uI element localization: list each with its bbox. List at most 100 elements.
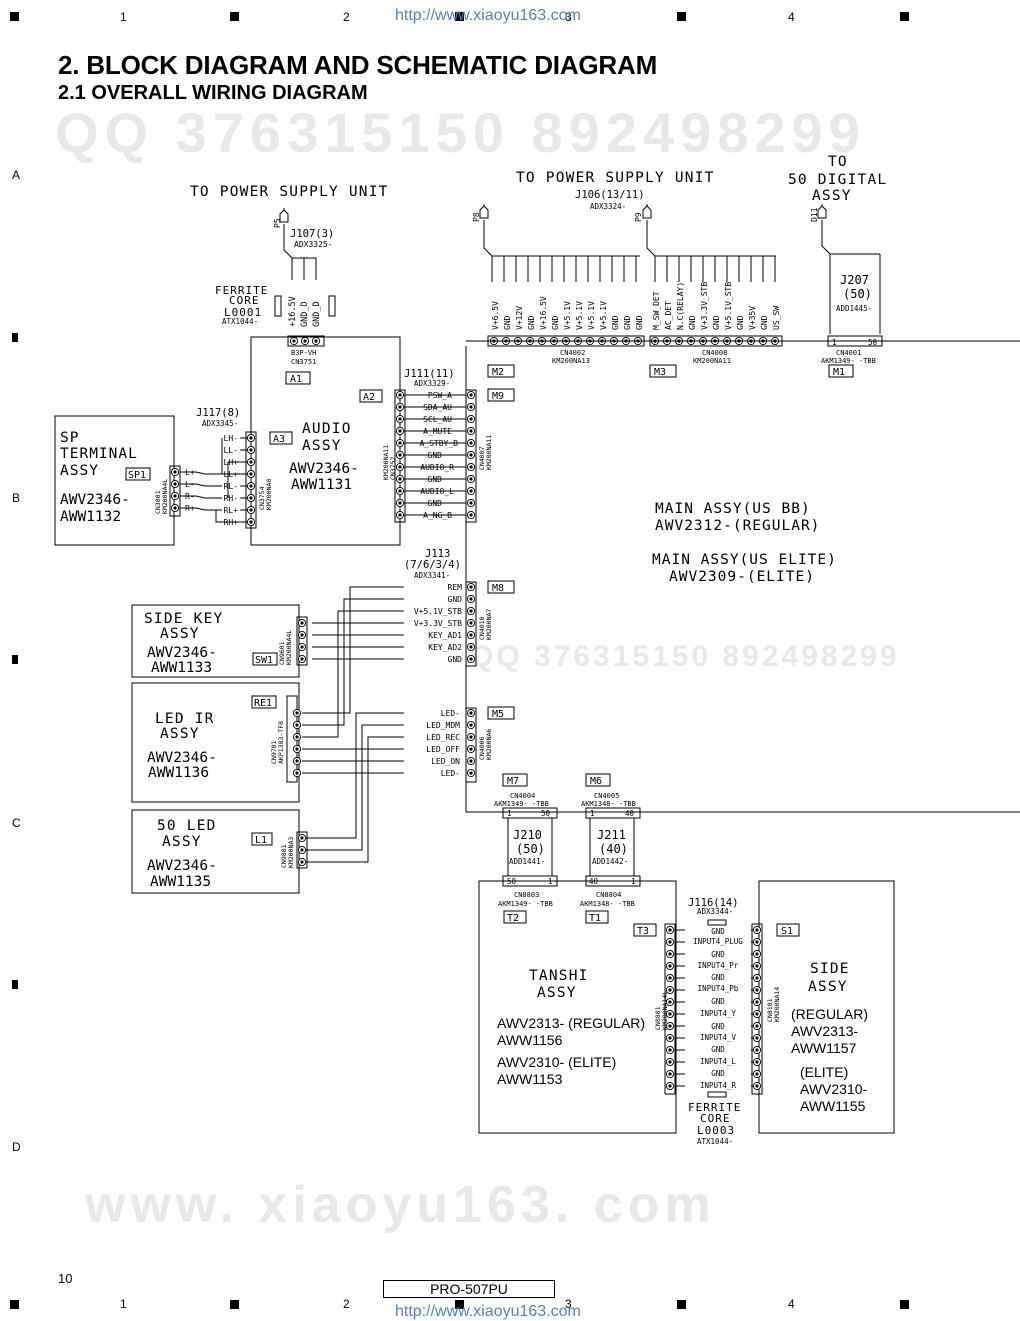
part-label: ADX3329- xyxy=(414,379,450,388)
pin-label: M_SW_DET xyxy=(652,291,661,330)
assy-part: AWV2346- xyxy=(147,858,217,874)
pin-label: GND xyxy=(448,595,463,604)
pin-number: 1 xyxy=(507,809,512,818)
pin-label: RL- xyxy=(224,482,238,491)
assy-name: ASSY xyxy=(162,834,202,850)
pin-label: GND xyxy=(711,1022,725,1031)
connector-label: CN3801 xyxy=(154,490,162,514)
connector-label: CN4010 xyxy=(478,616,486,640)
pin-label: GND xyxy=(503,315,512,330)
ferrite-label: FERRITE xyxy=(215,284,268,297)
pin-label: N.C(RELAY) xyxy=(676,282,685,330)
jack-label: J111(11) xyxy=(404,368,455,380)
pin-label: GND xyxy=(711,997,725,1006)
page-title: 2. BLOCK DIAGRAM AND SCHEMATIC DIAGRAM xyxy=(58,50,658,80)
assy-part: AWV2346- xyxy=(147,645,217,661)
pin-label: INPUT4_V xyxy=(700,1033,737,1042)
digital-title: TO xyxy=(828,154,848,170)
watermark-qq: QQ 376315150 892498299 xyxy=(55,101,866,164)
main-assy-label: AWV2309-(ELITE) xyxy=(669,569,815,585)
ferrite-label: ATX1044- xyxy=(222,317,258,326)
registration-mark xyxy=(12,333,18,342)
part-text: AWW1156 xyxy=(497,1032,563,1048)
pin-label: US_SW xyxy=(772,306,781,330)
part-text: (REGULAR) xyxy=(791,1006,869,1022)
pin-number: 1 xyxy=(590,809,595,818)
marker-label: M1 xyxy=(833,367,845,378)
grid-number: 2 xyxy=(343,10,350,24)
part-label: ADX3344- xyxy=(697,907,733,916)
plug-label: P5 xyxy=(273,218,282,228)
marker-label: M9 xyxy=(492,391,504,402)
registration-mark xyxy=(900,1300,909,1309)
side-elite: (ELITE) AWV2310- AWW1155 xyxy=(800,1064,867,1115)
jack-label: J106(13/11) xyxy=(575,189,645,201)
connector-cn3754 xyxy=(245,431,257,529)
plug-icon xyxy=(479,203,489,219)
digital-title: ASSY xyxy=(812,188,852,204)
plug-icon xyxy=(642,203,652,219)
pin-number: 40 xyxy=(625,809,635,818)
page-subtitle: 2.1 OVERALL WIRING DIAGRAM xyxy=(58,82,368,104)
connector-cn9601 xyxy=(296,616,308,666)
marker-label: M3 xyxy=(654,367,666,378)
marker-label: M2 xyxy=(492,367,504,378)
grid-number: 4 xyxy=(788,1297,795,1311)
pin-number: 50 xyxy=(541,809,551,818)
ferrite-label: L0001 xyxy=(224,306,262,319)
assy-part: AWW1136 xyxy=(148,765,209,781)
wire xyxy=(304,257,317,280)
marker-t2 xyxy=(503,910,527,924)
connector-label: AKM1349- -TBB xyxy=(821,357,876,365)
connector-label: CN4005 xyxy=(594,792,619,800)
marker-label: A1 xyxy=(290,374,302,385)
pin-label: V+5.1V xyxy=(599,301,608,330)
marker-m5 xyxy=(487,706,515,720)
connector-label: CN8101 xyxy=(766,998,774,1022)
connector-cn3801 xyxy=(169,465,181,517)
assy-name: ASSY xyxy=(537,985,577,1001)
connector-label: AKM1348- -TBB xyxy=(581,800,636,808)
pin-label: GND xyxy=(712,315,721,330)
model-number: PRO-507PU xyxy=(383,1280,555,1298)
pin-label: RH- xyxy=(224,494,238,503)
ferrite-core-icon xyxy=(328,295,336,317)
pin-label: GND xyxy=(711,1069,725,1078)
side-regular: (REGULAR) AWV2313- AWW1157 xyxy=(791,1006,868,1057)
pin-label: LED_MDM xyxy=(426,721,460,730)
marker-label: T3 xyxy=(637,926,649,937)
connector-label: KM200NA6 xyxy=(485,729,493,760)
header-url[interactable]: http://www.xiaoyu163.com xyxy=(395,7,581,24)
led-ir-box xyxy=(131,682,300,803)
connector-label: CN8803 xyxy=(514,891,539,899)
marker-label: A3 xyxy=(273,434,285,445)
pin-label: GND xyxy=(711,950,725,959)
pin-label: LH- xyxy=(224,434,238,443)
wire xyxy=(302,598,404,726)
plug-label: P8 xyxy=(472,212,481,222)
assy-name: LED IR xyxy=(155,711,215,727)
grid-number: 1 xyxy=(120,1297,127,1311)
pin-label: GND xyxy=(611,315,620,330)
pin-label: RL+ xyxy=(224,506,239,515)
connector-label: CN4002 xyxy=(560,349,585,357)
wire xyxy=(304,736,404,863)
row-letter: A xyxy=(12,168,21,182)
ferrite-label: ATX1044- xyxy=(697,1137,733,1146)
marker-label: RE1 xyxy=(254,698,272,709)
grid-number: 1 xyxy=(120,10,127,24)
part-text: AWV2313- xyxy=(791,1023,859,1039)
tanshi-elite: AWV2310- (ELITE) AWW1153 xyxy=(497,1054,616,1088)
part-text: AWW1155 xyxy=(800,1098,866,1114)
pin-label: GND xyxy=(688,315,697,330)
footer-url[interactable]: http://www.xiaoyu163.com xyxy=(395,1303,581,1320)
pin-label: KEY_AD2 xyxy=(428,643,462,652)
wire xyxy=(240,437,248,523)
wire xyxy=(292,257,305,280)
pin-label: GND xyxy=(760,315,769,330)
part-label: ADX3341- xyxy=(414,571,450,580)
wire xyxy=(312,622,404,660)
pin-label: GND xyxy=(551,315,560,330)
pin-label: LED_ON xyxy=(431,757,460,766)
assy-name: SIDE KEY xyxy=(144,611,223,627)
